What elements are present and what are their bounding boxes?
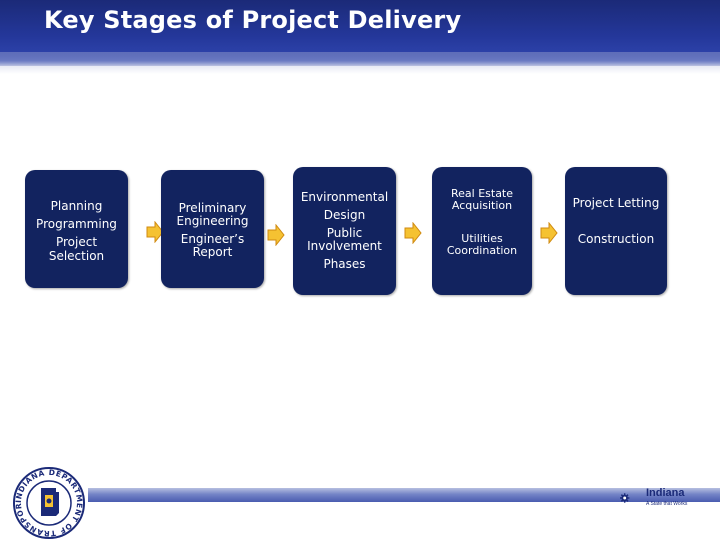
indiana-gear-icon [620,493,630,503]
stage-line: Involvement [307,239,382,253]
stage-line: Real Estate [450,187,514,200]
stage-line: Preliminary [178,201,247,215]
stage-line: Utilities [461,232,503,245]
stage-line: Report [192,245,233,259]
stage-line: Engineering [176,214,249,228]
stage-line: Acquisition [451,199,513,212]
stage-line: Public [326,226,363,240]
arrow-right-icon [267,224,285,246]
stage-environmental-design: Environmental Design Public Involvement … [293,167,396,295]
stage-real-estate: Real Estate Acquisition Utilities Coordi… [432,167,532,295]
footer-bar [88,488,720,502]
stage-line: Coordination [446,244,518,257]
stage-line: Project Letting [572,196,660,210]
stage-line: Planning [50,199,103,213]
stage-line: Environmental [300,190,389,204]
stage-planning: Planning Programming Project Selection [25,170,128,288]
indiana-logo-tagline: A State that Works [646,501,688,507]
indiana-logo-name: Indiana [646,487,685,499]
stage-line: Construction [577,232,655,246]
stage-line: Programming [36,217,117,231]
arrow-right-icon [404,222,422,244]
stage-preliminary-engineering: Preliminary Engineering Engineer’s Repor… [161,170,264,288]
page-title: Key Stages of Project Delivery [44,6,462,34]
indot-seal-icon: INDIANA DEPARTMENT OF TRANSPORTATION [12,466,85,539]
stage-line: Design [323,208,366,222]
stage-line: Phases [323,257,366,271]
footer-base [0,502,720,540]
stage-line: Project [55,235,98,249]
stage-letting-construction: Project Letting Construction [565,167,667,295]
arrow-right-icon [540,222,558,244]
stage-line: Engineer’s [180,232,245,246]
header-fade [0,52,720,74]
stage-line: Selection [48,249,105,263]
arrow-right-icon [146,221,164,243]
